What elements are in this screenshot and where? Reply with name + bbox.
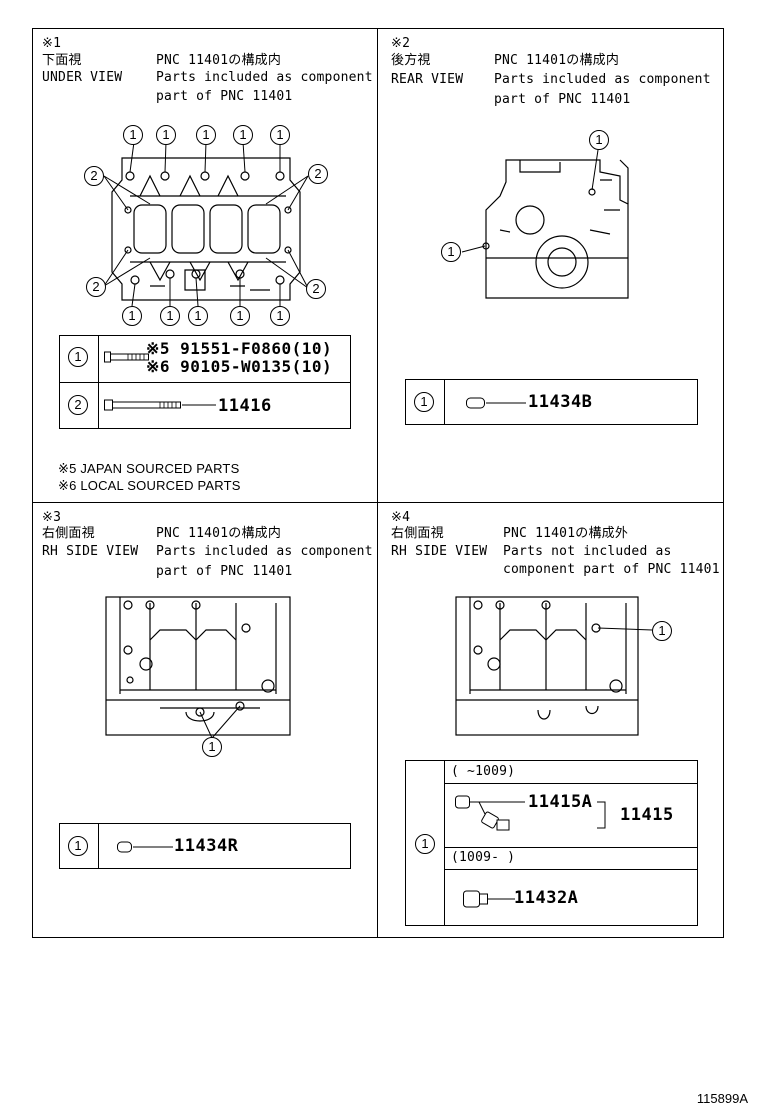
callout-1: 1 [123,125,143,145]
parts-table [405,760,698,926]
callout-2: 2 [306,279,326,299]
callout-1: 1 [233,125,253,145]
callout-1: 1 [589,130,609,150]
view-name-jp: 右側面視 [391,526,444,541]
sensor-icon [455,795,606,831]
pnc-note-jp: PNC 11401の構成内 [156,53,282,68]
parts-table [59,335,351,429]
diagram-frame [32,28,724,938]
callout-1: 1 [156,125,176,145]
serial-range-before: ( ~1009) [451,764,516,779]
row-number: 1 [415,834,435,854]
pnc-note-jp: PNC 11401の構成外 [503,526,629,541]
row-number: 1 [414,392,434,412]
pnc-desc-2: part of PNC 11401 [156,89,293,104]
panel-mark: ※3 [42,510,62,525]
part-number-local: ※6 90105-W0135(10) [146,357,333,376]
callout-1: 1 [188,306,208,326]
rh-side-view-drawing [105,596,291,739]
view-name-en: UNDER VIEW [42,70,123,85]
pnc-desc-1: Parts included as component [494,72,711,87]
pnc-desc-2: part of PNC 11401 [494,92,631,107]
row-number: 1 [68,347,88,367]
part-number-japan: ※5 91551-F0860(10) [146,339,333,358]
callout-1: 1 [652,621,672,641]
bolt-icon [104,351,149,363]
plug-icon [466,397,526,409]
view-name-en: REAR VIEW [391,72,464,87]
pnc-note-jp: PNC 11401の構成内 [494,53,620,68]
callout-1: 1 [441,242,461,262]
note-local-sourced: ※6 LOCAL SOURCED PARTS [58,478,241,493]
divider-vertical [377,28,378,938]
view-name-en: RH SIDE VIEW [42,544,139,559]
rear-view-drawing [461,149,629,299]
pnc-desc-1: Parts included as component [156,544,373,559]
callout-2: 2 [84,166,104,186]
part-number-11434b: 11434B [528,392,593,412]
callout-1: 1 [270,125,290,145]
row-number: 1 [68,836,88,856]
row-number: 2 [68,395,88,415]
callout-1: 1 [122,306,142,326]
view-name-en: RH SIDE VIEW [391,544,488,559]
divider-horizontal [32,502,724,503]
part-number-11415: 11415 [620,805,674,825]
serial-range-after: (1009- ) [451,850,516,865]
pnc-note-jp: PNC 11401の構成内 [156,526,282,541]
callout-1: 1 [202,737,222,757]
under-view-drawing [103,141,309,307]
rh-side-view-drawing-2 [455,596,653,736]
pnc-desc-2: part of PNC 11401 [156,564,293,579]
callout-1: 1 [196,125,216,145]
long-bolt-icon [104,399,216,411]
callout-2: 2 [86,277,106,297]
pnc-desc-1: Parts included as component [156,70,373,85]
callout-1: 1 [230,306,250,326]
part-number-11432a: 11432A [514,888,579,908]
part-number-11416: 11416 [218,396,272,416]
part-number-11415a: 11415A [528,792,593,812]
parts-table [59,823,351,869]
view-name-jp: 右側面視 [42,526,95,541]
panel-mark: ※4 [391,510,411,525]
view-name-jp: 後方視 [391,53,431,68]
callout-1: 1 [160,306,180,326]
plug-icon [463,890,515,908]
callout-2: 2 [308,164,328,184]
note-japan-sourced: ※5 JAPAN SOURCED PARTS [58,461,240,476]
part-number-11434r: 11434R [174,836,239,856]
drawing-code: 115899A [696,1091,748,1106]
panel-mark: ※2 [391,36,411,51]
parts-table [405,379,698,425]
panel-mark: ※1 [42,36,62,51]
view-name-jp: 下面視 [42,53,82,68]
plug-icon [117,841,173,853]
callout-1: 1 [270,306,290,326]
pnc-desc-1: Parts not included as [503,544,672,559]
pnc-desc-2: component part of PNC 11401 [503,562,720,577]
